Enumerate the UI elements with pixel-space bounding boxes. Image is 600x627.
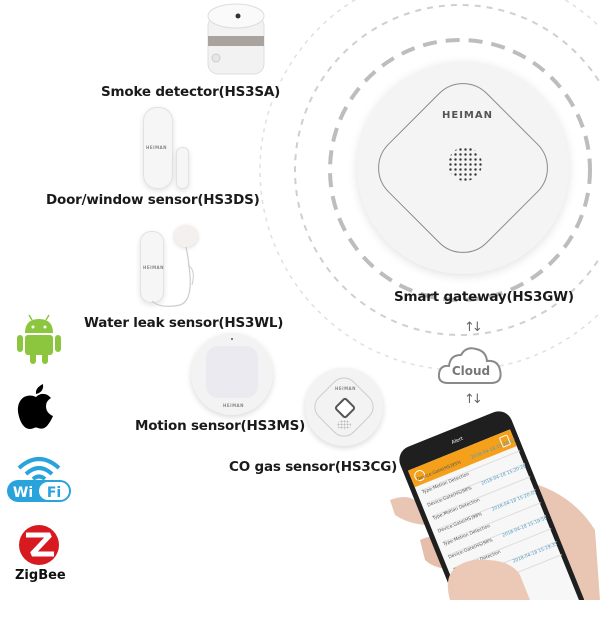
cloud-icon: Cloud xyxy=(437,347,502,384)
water-leak-brand: HEIMAN xyxy=(143,265,164,270)
water-leak-sensor-device: HEIMAN xyxy=(140,225,205,310)
speaker-grille-icon xyxy=(448,147,482,181)
door-window-sensor-label: Door/window sensor(HS3DS) xyxy=(46,192,260,208)
apple-icon xyxy=(17,384,53,429)
signal-waves xyxy=(259,0,600,371)
motion-sensor-device: HEIMAN xyxy=(191,333,273,415)
svg-text:Fi: Fi xyxy=(47,485,61,501)
hand-and-phone xyxy=(390,411,600,627)
thumb xyxy=(447,559,530,600)
co-gas-sensor-device: HEIMAN xyxy=(305,368,383,446)
phone-mockup: Alert Device:Gate(HS)95%2018-04-18 15:20… xyxy=(380,400,600,627)
smart-gateway-label: Smart gateway(HS3GW) xyxy=(394,289,574,305)
svg-text:Wi: Wi xyxy=(13,485,33,501)
wifi-icon: Wi Fi xyxy=(7,457,71,502)
sync-arrows-bottom: ↑↓ xyxy=(464,392,483,407)
smoke-detector-device xyxy=(206,2,266,80)
motion-sensor-brand: HEIMAN xyxy=(223,403,244,408)
motion-sensor-label: Motion sensor(HS3MS) xyxy=(135,418,306,434)
sync-arrows-top: ↑↓ xyxy=(464,320,483,335)
water-leak-cable xyxy=(151,246,194,307)
door-window-sensor-device: HEIMAN xyxy=(143,107,189,189)
door-sensor-brand: HEIMAN xyxy=(146,145,167,150)
co-gas-sensor-label: CO gas sensor(HS3CG) xyxy=(229,459,398,475)
smart-gateway-device: HEIMAN xyxy=(357,62,569,274)
zigbee-icon xyxy=(19,525,59,565)
smoke-detector-icon xyxy=(207,3,265,75)
smoke-detector-label: Smoke detector(HS3SA) xyxy=(101,84,281,100)
cloud-label: Cloud xyxy=(452,364,490,378)
co-sensor-brand: HEIMAN xyxy=(335,386,356,391)
water-leak-sensor-label: Water leak sensor(HS3WL) xyxy=(84,315,284,331)
gateway-brand: HEIMAN xyxy=(442,110,493,121)
android-icon xyxy=(17,314,61,364)
zigbee-label: ZigBee xyxy=(15,568,66,583)
